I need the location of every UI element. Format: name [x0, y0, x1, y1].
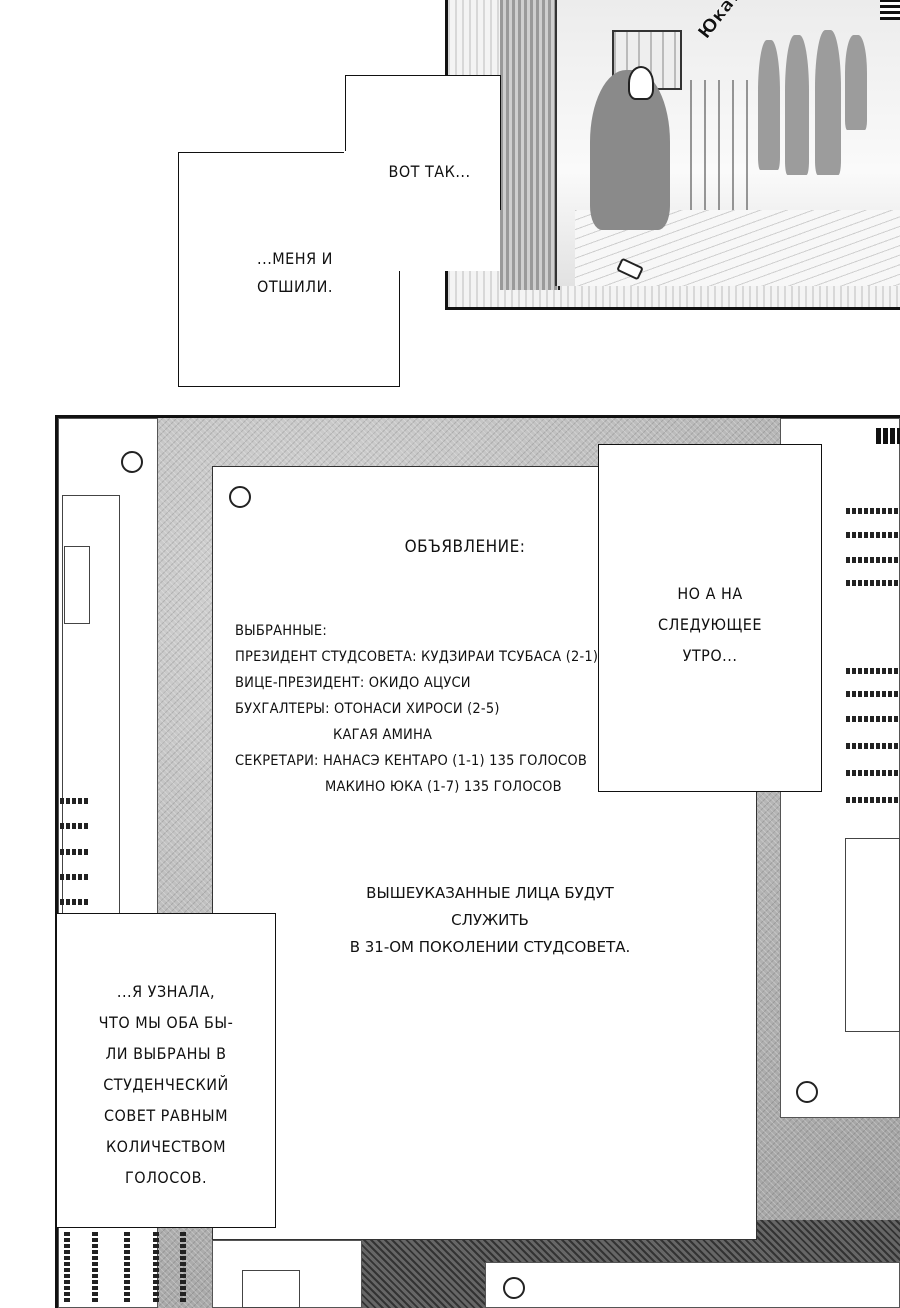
placeholder-text-lines — [60, 798, 88, 804]
notice-line: ВЫБРАННЫЕ: — [235, 623, 327, 639]
placeholder-text-lines — [846, 743, 900, 749]
corridor-wall — [500, 0, 560, 290]
notice-line: КАГАЯ АМИНА — [333, 727, 433, 743]
narration-line: КОЛИЧЕСТВОМ — [105, 1137, 227, 1156]
corridor-railing — [690, 80, 750, 210]
narration-line: ...Я УЗНАЛА, — [116, 982, 216, 1001]
screentone-stripe — [876, 428, 900, 444]
placeholder-text-lines — [846, 580, 900, 586]
punch-hole-icon — [229, 486, 251, 508]
student-figure — [785, 35, 809, 175]
placeholder-text-lines — [180, 1232, 186, 1302]
placeholder-text-lines — [153, 1232, 159, 1302]
posted-paper-bottom-left — [212, 1240, 362, 1308]
narration-box — [598, 444, 822, 792]
placeholder-text-lines — [846, 532, 900, 538]
placeholder-text-lines — [846, 557, 900, 563]
placeholder-text-lines — [60, 874, 88, 880]
placeholder-text-lines — [846, 770, 900, 776]
paper-frame — [64, 546, 90, 624]
placeholder-text-lines — [846, 797, 900, 803]
placeholder-text-lines — [60, 849, 88, 855]
narration-box — [56, 913, 276, 1228]
student-figure — [758, 40, 780, 170]
narration-text: ...Я УЗНАЛА, ЧТО МЫ ОБА БЫ- ЛИ ВЫБРАНЫ В… — [76, 976, 256, 1193]
placeholder-text-lines — [92, 1232, 98, 1302]
placeholder-text-lines — [60, 899, 88, 905]
narration-line: СТУДЕНЧЕСКИЙ — [103, 1075, 229, 1094]
paper-frame — [845, 838, 900, 1032]
placeholder-text-lines — [64, 1232, 70, 1302]
notice-footer-line: В 31-ОМ ПОКОЛЕНИИ СТУДСОВЕТА. — [349, 938, 631, 956]
notice-line: СЕКРЕТАРИ: НАНАСЭ КЕНТАРО (1-1) 135 ГОЛО… — [235, 753, 587, 769]
narration-line: СОВЕТ РАВНЫМ — [103, 1106, 229, 1125]
punch-hole-icon — [121, 451, 143, 473]
narration-line: ЛИ ВЫБРАНЫ В — [105, 1044, 227, 1063]
notice-title: ОБЪЯВЛЕНИЕ: — [404, 537, 526, 557]
notice-body: ВЫБРАННЫЕ: ПРЕЗИДЕНТ СТУДСОВЕТА: КУДЗИРА… — [235, 618, 655, 800]
student-figure — [815, 30, 841, 175]
speech-text: ...МЕНЯ И ОТШИЛИ. — [220, 245, 370, 301]
notice-line: ВИЦЕ-ПРЕЗИДЕНТ: ОКИДО АЦУСИ — [235, 675, 471, 691]
screentone-stripe — [880, 0, 900, 20]
student-figure — [845, 35, 867, 130]
narration-text: НО А НА СЛЕДУЮЩЕЕ УТРО... — [645, 578, 775, 671]
notice-line: ПРЕЗИДЕНТ СТУДСОВЕТА: КУДЗИРАИ ТСУБАСА (… — [235, 649, 599, 665]
speech-box-joint — [344, 151, 500, 271]
speech-line: ОТШИЛИ. — [257, 277, 333, 296]
notice-line: МАКИНО ЮКА (1-7) 135 ГОЛОСОВ — [325, 779, 562, 795]
narration-line: ЧТО МЫ ОБА БЫ- — [98, 1013, 234, 1032]
posted-paper-bottom — [485, 1262, 900, 1308]
narration-line: УТРО... — [682, 646, 738, 665]
speech-line: ...МЕНЯ И — [257, 249, 333, 268]
placeholder-text-lines — [60, 823, 88, 829]
narration-line: ГОЛОСОВ. — [124, 1168, 208, 1187]
notice-line: БУХГАЛТЕРЫ: ОТОНАСИ ХИРОСИ (2-5) — [235, 701, 500, 717]
narration-line: НО А НА — [677, 584, 743, 603]
notice-footer-line: ВЫШЕУКАЗАННЫЕ ЛИЦА БУДУТ СЛУЖИТЬ — [366, 884, 614, 929]
placeholder-text-lines — [846, 691, 900, 697]
speech-text: ВОТ ТАК... — [388, 162, 471, 181]
punch-hole-icon — [503, 1277, 525, 1299]
placeholder-text-lines — [846, 508, 900, 514]
placeholder-text-lines — [124, 1232, 130, 1302]
placeholder-text-lines — [846, 668, 900, 674]
placeholder-text-lines — [846, 716, 900, 722]
narration-line: СЛЕДУЮЩЕЕ — [658, 615, 762, 634]
ghost-soul-icon — [628, 66, 654, 100]
paper-frame — [242, 1270, 300, 1308]
punch-hole-icon — [796, 1081, 818, 1103]
notice-footer: ВЫШЕУКАЗАННЫЕ ЛИЦА БУДУТ СЛУЖИТЬ В 31-ОМ… — [330, 880, 650, 961]
